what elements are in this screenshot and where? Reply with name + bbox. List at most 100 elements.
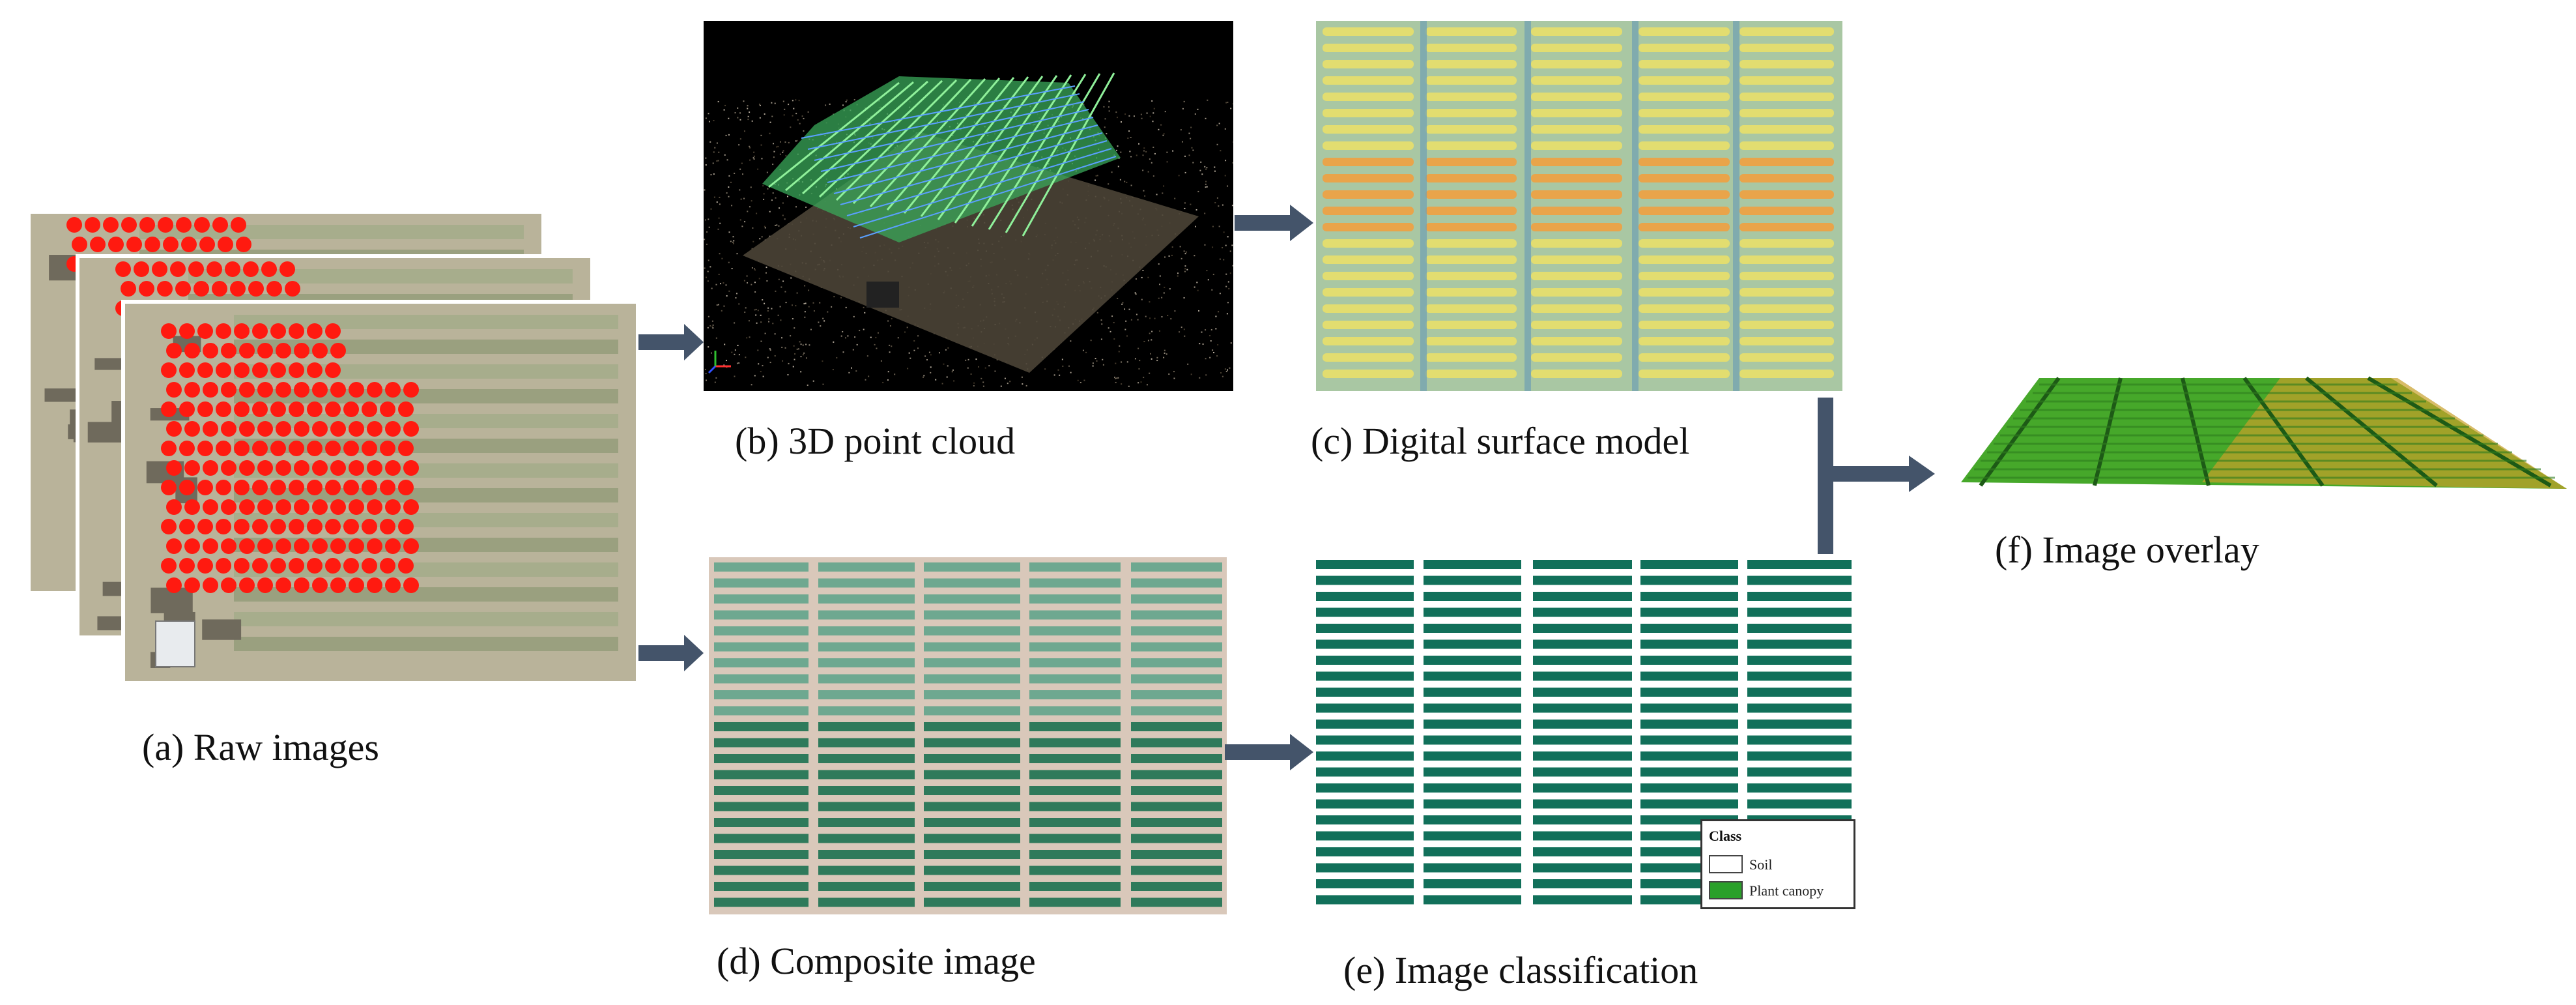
right-arrow-icon [1825,456,1935,492]
crop-row [1131,866,1222,875]
field-strip [234,463,618,478]
cloud-point [748,320,750,322]
cloud-point [1150,353,1152,355]
building [94,358,126,370]
cloud-point [1216,355,1218,357]
cloud-point [1199,377,1201,379]
cloud-point [720,283,722,285]
gcp-marker [203,343,218,358]
cloud-point [965,359,967,361]
cloud-point [792,115,794,117]
cloud-point [705,157,707,159]
cloud-point [805,357,807,359]
cloud-point [1152,147,1154,149]
legend-swatch-canopy [1709,881,1743,899]
cloud-point [1139,360,1141,362]
gcp-marker [166,538,182,554]
dsm-row [1531,125,1622,134]
cloud-point [802,354,804,356]
cloud-point [1214,170,1216,172]
gcp-marker [276,421,291,437]
cloud-point [1223,259,1225,261]
cloud-point [1191,147,1193,149]
cloud-point [1126,181,1128,183]
dsm-row [1531,93,1622,101]
gcp-marker [239,421,255,437]
gcp-marker [307,519,322,534]
cloud-point [1159,275,1161,277]
cloud-point [752,227,754,229]
cloud-point [1145,151,1147,153]
crop-row [1131,786,1222,795]
cloud-point [887,320,889,322]
cloud-point [1145,315,1147,317]
cloud-point [1130,156,1132,158]
gcp-marker [343,519,359,534]
cloud-point [1225,244,1227,246]
cloud-point [708,121,710,123]
crop-row [1029,897,1121,907]
gcp-marker [163,237,179,252]
dsm-row [1739,288,1834,297]
crop-row [1131,818,1222,827]
cloud-point [1206,186,1208,188]
cloud-point [797,348,799,350]
cloud-point [738,354,740,356]
cloud-point [712,324,714,326]
dsm-row [1639,93,1730,101]
cloud-point [773,151,775,153]
cloud-point [1133,115,1135,117]
axis-gizmo-icon [708,351,731,374]
crop-row [1029,786,1121,795]
cloud-point [761,158,763,160]
cloud-point [1021,376,1023,378]
crop-row [818,818,915,827]
cloud-point [812,302,814,304]
cloud-point [1062,365,1064,367]
cloud-point [941,383,943,385]
cloud-point [1141,299,1143,300]
cloud-point [953,380,955,382]
canopy-row [1316,735,1414,745]
gcp-marker [270,558,286,574]
canopy-row [1424,735,1521,745]
cloud-point [762,299,764,301]
cloud-point [876,347,878,349]
cloud-point [1092,365,1094,367]
cloud-point [967,367,969,369]
crop-row [818,658,915,667]
crop-row [1029,706,1121,716]
cloud-point [1153,108,1155,109]
caption-overlay: (f) Image overlay [1995,529,2259,571]
greenhouse-beam [818,80,943,198]
cloud-point [887,379,889,381]
dsm-row [1425,255,1517,264]
cloud-point [710,174,712,176]
cloud-point [809,344,810,346]
cloud-point [1182,108,1184,109]
cloud-point [1113,338,1115,340]
canopy-row [1316,592,1414,601]
cloud-point [728,196,730,197]
cloud-point [1101,323,1103,325]
cloud-point [713,196,715,198]
cloud-point [1183,328,1185,330]
crop-row [714,562,809,572]
canopy-row [1747,735,1852,745]
cloud-point [1117,297,1119,299]
dsm-row [1639,190,1730,199]
cloud-point [1192,149,1194,151]
cloud-point [739,119,741,121]
cloud-point [1224,128,1226,130]
field-strip [234,538,618,552]
cloud-point [1147,171,1149,173]
gcp-marker [203,538,218,554]
cloud-point [1138,368,1140,370]
crop-row [924,610,1020,620]
gcp-marker [325,441,341,456]
cloud-point [767,310,769,312]
cloud-point [755,314,757,316]
cloud-point [887,371,889,373]
dsm-row [1323,60,1414,68]
cloud-point [785,302,787,304]
